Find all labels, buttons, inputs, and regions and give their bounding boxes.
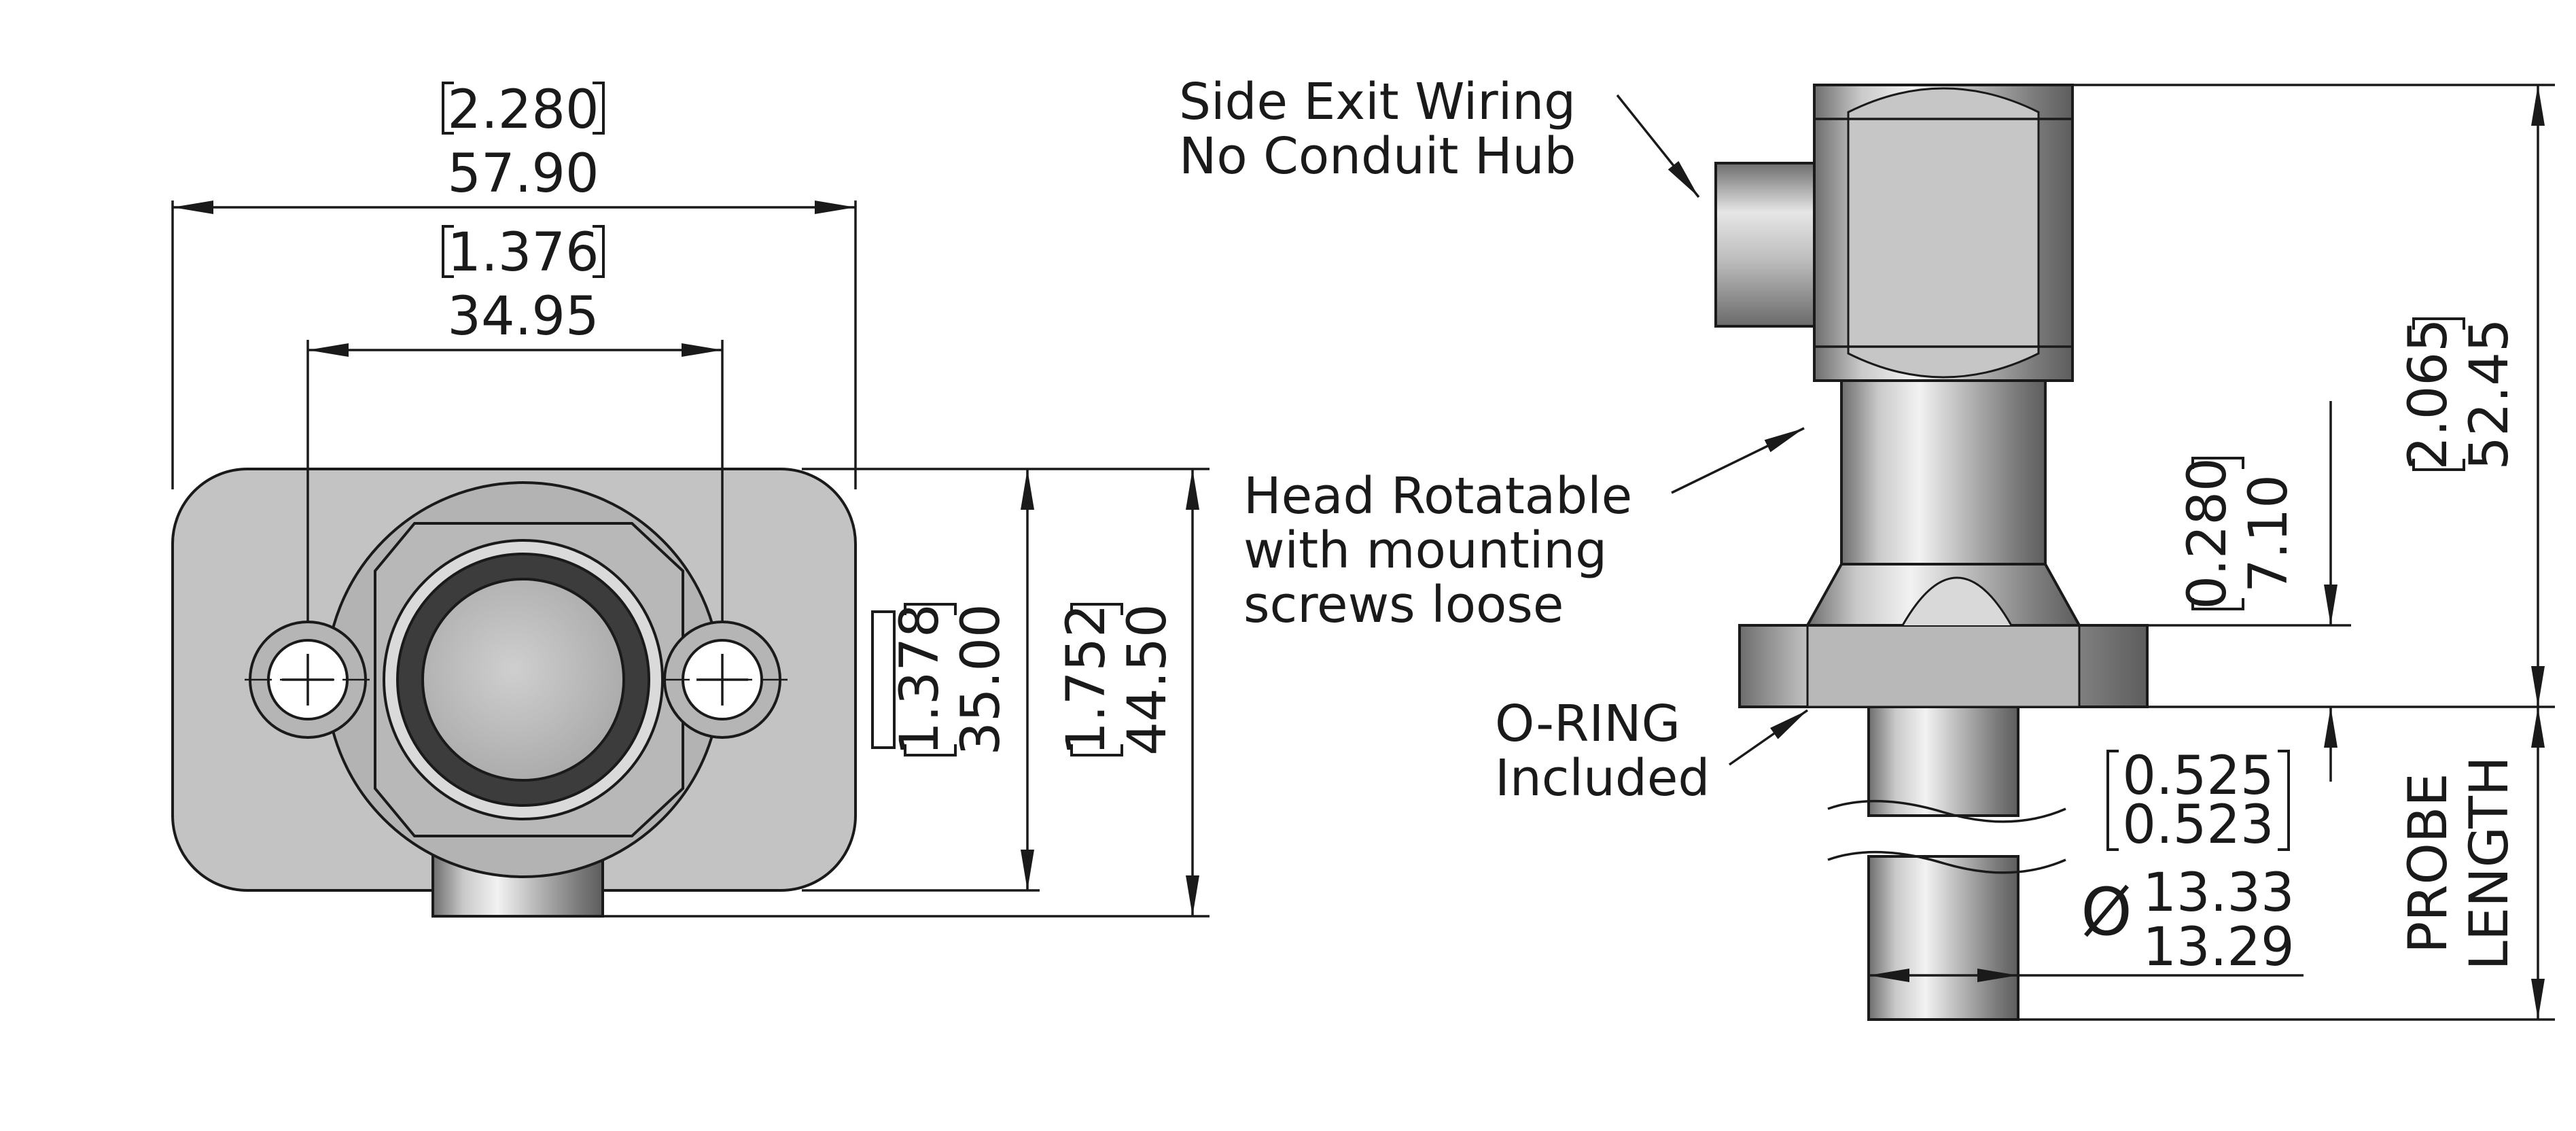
- rotated-dim-brackets: [904, 317, 2465, 756]
- dim-probe-diameter-mm-min: 13.29: [2142, 917, 2294, 978]
- dim-probe-diameter-inch-min: 0.523: [2122, 795, 2274, 856]
- head-face: [1847, 87, 2040, 379]
- callout-head-rotatable-line3: screws loose: [1243, 576, 1564, 634]
- side-exit-stub: [1714, 162, 1816, 328]
- dim-overall-width: 2.280 57.90: [442, 80, 605, 205]
- dim-flange-height: 1.378 35.00: [871, 604, 1012, 756]
- side-view: Side Exit Wiring No Conduit Hub Head Rot…: [1179, 73, 2555, 1021]
- dim-flange-height-mm: 35.00: [951, 604, 1012, 755]
- dim-screw-spacing-mm: 34.95: [447, 286, 599, 347]
- dim-screw-spacing: 1.376 34.95: [442, 222, 605, 347]
- probe-break-bottom: [1827, 850, 2066, 874]
- dim-flange-thickness-inch: 0.280: [2177, 457, 2238, 609]
- dim-probe-diameter-mm-max: 13.33: [2142, 863, 2294, 924]
- dim-flange-thickness-mm: 7.10: [2238, 474, 2299, 593]
- callout-head-rotatable-line1: Head Rotatable: [1243, 467, 1632, 525]
- diameter-symbol: Ø: [2081, 874, 2132, 950]
- dim-flange-thickness: 0.280 7.10: [2177, 457, 2299, 609]
- callout-o-ring: O-RING Included: [1495, 695, 1710, 807]
- dim-overall-width-mm: 57.90: [447, 143, 599, 205]
- callout-side-exit-line1: Side Exit Wiring: [1179, 73, 1576, 131]
- probe-break-top: [1827, 799, 2066, 823]
- probe-upper: [1867, 706, 2019, 817]
- dim-probe-diameter-inch-max: 0.525: [2122, 746, 2274, 807]
- dim-side-overall-height-inch: 2.065: [2398, 318, 2459, 470]
- dim-probe-length-line1: PROBE: [2398, 773, 2459, 953]
- probe-lower: [1867, 855, 2019, 1021]
- callout-o-ring-line1: O-RING: [1495, 695, 1680, 753]
- dim-overall-width-inch: 2.280: [447, 80, 599, 141]
- dim-probe-length: PROBE LENGTH: [2398, 756, 2520, 970]
- callout-o-ring-line2: Included: [1495, 749, 1710, 807]
- callout-side-exit-line2: No Conduit Hub: [1179, 127, 1576, 186]
- dim-overall-height: 1.752 44.50: [1056, 604, 1178, 755]
- dim-side-overall-height-mm: 52.45: [2459, 318, 2520, 470]
- callout-head-rotatable: Head Rotatable with mounting screws loos…: [1243, 467, 1632, 634]
- callout-head-rotatable-line2: with mounting: [1243, 521, 1607, 580]
- dim-probe-diameter: 0.525 0.523 Ø 13.33 13.29: [2081, 746, 2294, 978]
- front-view: 2.280 57.90 1.376 34.95 1.378 35.00 1.75…: [171, 80, 1210, 918]
- dim-probe-length-line2: LENGTH: [2459, 756, 2520, 970]
- callout-side-exit: Side Exit Wiring No Conduit Hub: [1179, 73, 1576, 186]
- bore: [421, 578, 625, 782]
- left-screw: [249, 621, 367, 739]
- neck: [1840, 379, 2047, 566]
- dim-screw-spacing-inch: 1.376: [447, 222, 599, 283]
- dim-side-overall-height: 2.065 52.45: [2398, 318, 2520, 470]
- dim-overall-height-inch: 1.752: [1056, 604, 1117, 755]
- dim-flange-height-inch: 1.378: [889, 604, 951, 755]
- dim-overall-height-mm: 44.50: [1117, 604, 1178, 755]
